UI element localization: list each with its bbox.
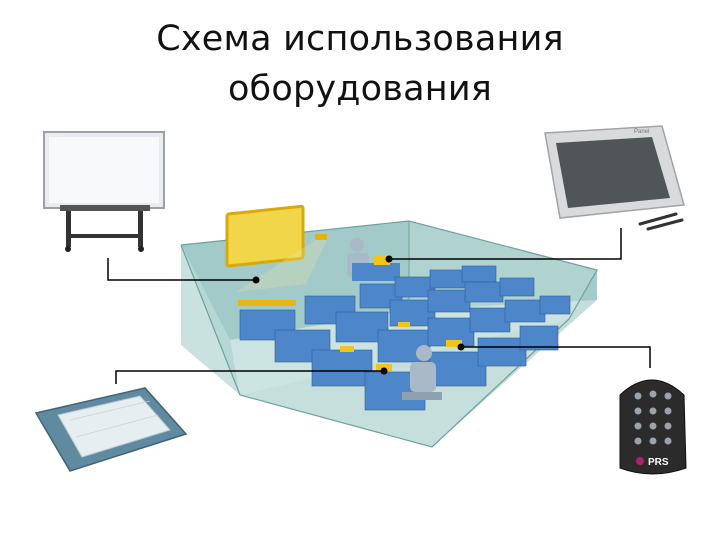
student-desks xyxy=(239,265,571,411)
connector-lines xyxy=(107,228,651,384)
title-line-2: оборудования xyxy=(227,69,493,109)
interactive-tablet-device: Panel xyxy=(544,125,685,231)
classroom-board xyxy=(225,204,305,306)
classroom-illustration xyxy=(180,204,598,448)
graphics-tablet-device xyxy=(34,387,188,472)
page-title: Схема использования оборудования xyxy=(0,14,720,114)
svg-text:Panel: Panel xyxy=(634,129,649,135)
interactive-whiteboard-device xyxy=(43,131,165,252)
clicker-brand-label: PRS xyxy=(648,457,669,468)
clicker-device: PRS xyxy=(619,379,687,475)
title-line-1: Схема использования xyxy=(156,19,564,59)
connector-endpoints xyxy=(252,255,465,375)
student-figure xyxy=(402,345,442,400)
